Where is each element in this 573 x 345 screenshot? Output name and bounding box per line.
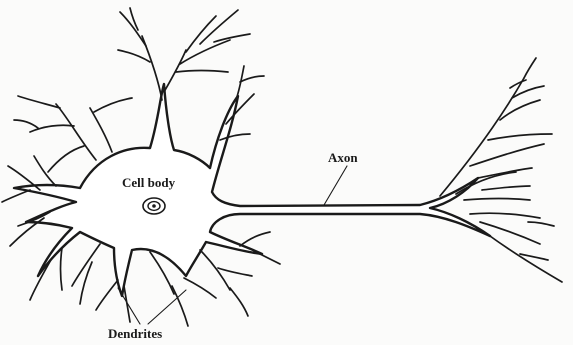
axon-pointer-line [324,166,347,205]
dendrites-label: Dendrites [108,326,162,341]
dendrite-top-center [118,8,250,100]
dendrite-left [2,156,56,246]
dendrite-bottom [30,244,252,326]
cell-body-label: Cell body [122,175,176,190]
axon-label: Axon [328,150,358,165]
axon-terminals [440,58,562,282]
dendrites-pointer-line-right [148,290,186,324]
